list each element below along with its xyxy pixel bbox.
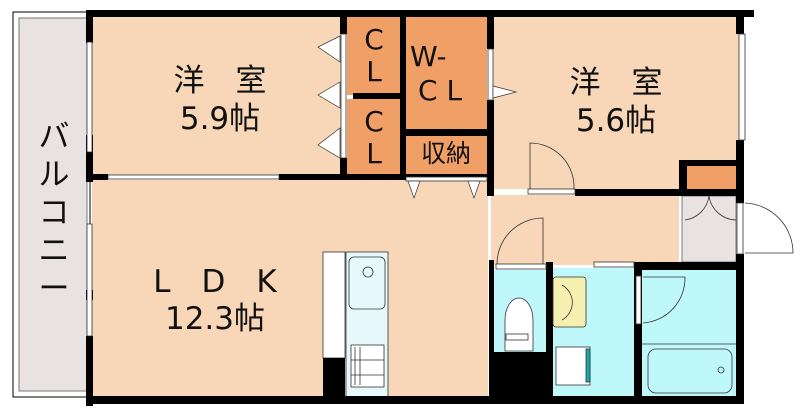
balcony-char: ニ (38, 233, 70, 269)
balcony-char: コ (38, 195, 70, 231)
shoe-storage-floor (687, 166, 737, 190)
closet-top-label: C L (348, 24, 400, 88)
walk-in-closet-label: W- C L (406, 40, 488, 108)
storage-label: 収納 (420, 139, 471, 168)
closet-top-line2: L (366, 55, 382, 88)
closet-bottom-floor (347, 99, 402, 174)
washbasin-icon (552, 276, 587, 328)
walls (86, 10, 754, 406)
fridge-space (322, 251, 346, 359)
balcony-char: バ (38, 119, 70, 155)
bathtub-icon (647, 348, 733, 394)
closet-bottom-label: C L (348, 106, 400, 170)
stove-icon (350, 344, 385, 388)
washing-machine-icon (555, 346, 591, 386)
balcony-char: ル (38, 157, 70, 193)
closet-bottom-line2: L (366, 137, 382, 170)
hall-floor (491, 195, 679, 265)
walk-in-closet-line2: C L (418, 74, 463, 107)
kitchen-sink-icon (348, 256, 386, 310)
western-room-left-floor (92, 17, 344, 177)
ldk-floor (92, 180, 488, 396)
storage-floor (405, 136, 487, 174)
balcony-area (18, 17, 88, 392)
closet-folding-doors (317, 35, 518, 200)
ldk-name: L D K (153, 264, 277, 300)
door-swings (496, 142, 794, 324)
walk-in-closet-line1: W- (410, 40, 447, 73)
western-room-left-size: 5.9帖 (179, 101, 261, 137)
western-room-right-size: 5.6帖 (575, 103, 657, 139)
western-room-right-name: 洋 室 (569, 65, 663, 101)
toilet-icon (504, 297, 534, 352)
balcony-label: バ ル コ ニ ー (34, 118, 74, 308)
ldk-size: 12.3帖 (164, 301, 266, 337)
closet-top-floor (347, 17, 402, 95)
closet-top-line1: C (364, 23, 384, 56)
windows (86, 33, 746, 337)
fixtures (348, 256, 736, 394)
entrance-floor (681, 195, 737, 263)
western-room-left-name: 洋 室 (173, 63, 267, 99)
closet-bottom-line1: C (364, 105, 384, 138)
walk-in-closet-floor (405, 17, 487, 129)
balcony-char: ー (38, 271, 70, 307)
